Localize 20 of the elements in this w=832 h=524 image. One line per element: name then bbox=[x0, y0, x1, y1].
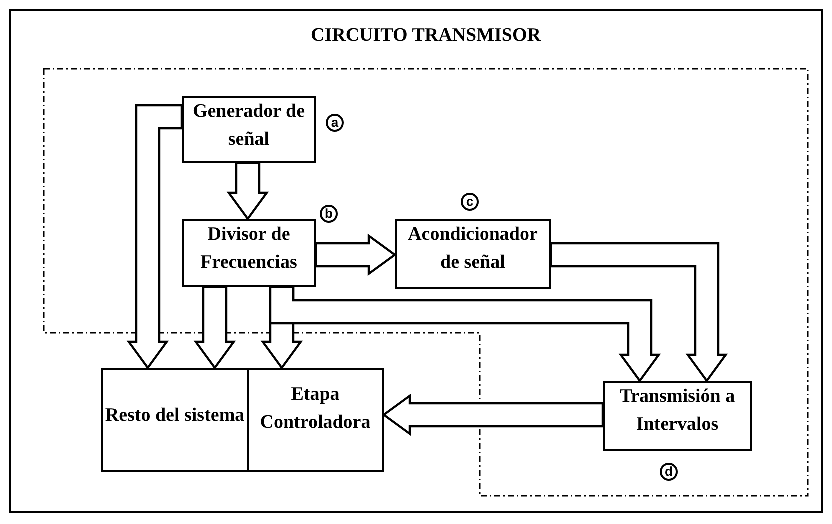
box-label: Etapa Controladora bbox=[259, 383, 372, 435]
process-box bbox=[101, 368, 249, 472]
circled-letter: a bbox=[326, 114, 344, 132]
block-arrow bbox=[269, 286, 662, 383]
process-box bbox=[247, 368, 384, 472]
region-title: CIRCUITO TRANSMISOR bbox=[310, 25, 542, 47]
box-label: Resto del sistema bbox=[105, 404, 245, 428]
box-label: Generador de señal bbox=[192, 100, 306, 152]
circled-letter: b bbox=[320, 205, 338, 223]
box-label: Divisor de Frecuencias bbox=[200, 223, 298, 275]
block-arrow bbox=[194, 286, 236, 370]
block-arrow bbox=[382, 394, 604, 436]
box-label: Acondicionador de señal bbox=[407, 223, 539, 275]
block-arrow bbox=[550, 242, 728, 383]
box-label: Transmisión a Intervalos bbox=[618, 385, 736, 437]
circled-letter: d bbox=[660, 463, 678, 481]
block-arrow bbox=[314, 234, 397, 276]
circled-letter: c bbox=[461, 193, 479, 211]
block-arrow bbox=[226, 162, 270, 221]
block-arrow bbox=[126, 104, 184, 370]
